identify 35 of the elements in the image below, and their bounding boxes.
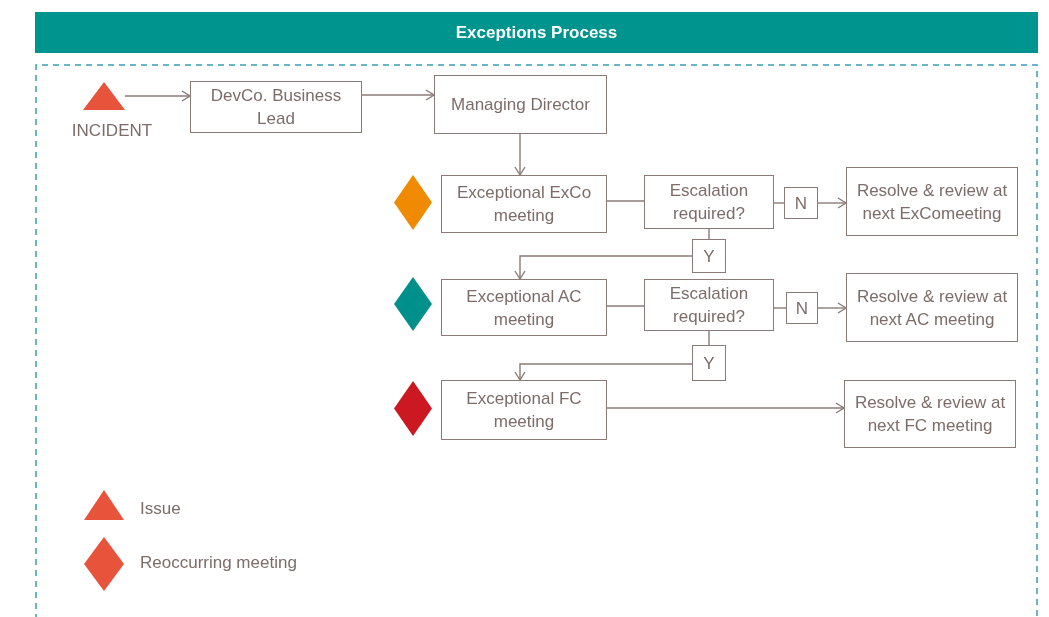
arrow xyxy=(514,255,693,280)
process-box: Exceptional FC meeting xyxy=(441,380,607,440)
process-box: Exceptional AC meeting xyxy=(441,279,607,336)
meeting-diamond xyxy=(394,277,432,331)
arrow xyxy=(361,89,435,101)
process-box: Escalation required? xyxy=(644,175,774,229)
arrow xyxy=(817,197,847,209)
arrow xyxy=(514,363,693,381)
arrow xyxy=(606,402,845,414)
connector-line xyxy=(606,200,645,202)
process-box: Resolve & review at next FC meeting xyxy=(844,380,1016,448)
decision-label-box: Y xyxy=(692,239,726,273)
decision-label-box: N xyxy=(784,187,818,219)
connector-line xyxy=(606,305,645,307)
decision-label-box: N xyxy=(786,292,818,324)
meeting-diamond xyxy=(394,381,432,436)
title-banner: Exceptions Process xyxy=(35,12,1038,53)
arrow xyxy=(124,90,191,102)
process-box: Resolve & review at next ExComeeting xyxy=(846,167,1018,236)
process-box: Escalation required? xyxy=(644,279,774,331)
meeting-diamond xyxy=(394,175,432,230)
connector-line xyxy=(773,202,785,204)
connector-line xyxy=(773,307,787,309)
connector-line xyxy=(708,330,710,346)
decision-label-box: Y xyxy=(692,345,726,381)
connector-line xyxy=(708,228,710,240)
legend-label: Issue xyxy=(140,499,181,519)
process-box: Managing Director xyxy=(434,75,607,134)
process-box: DevCo. Business Lead xyxy=(190,81,362,133)
process-box: Resolve & review at next AC meeting xyxy=(846,273,1018,342)
arrow xyxy=(817,302,847,314)
process-box: Exceptional ExCo meeting xyxy=(441,175,607,233)
legend-label: Reoccurring meeting xyxy=(140,553,297,573)
arrow xyxy=(514,133,526,176)
node-label: INCIDENT xyxy=(70,121,154,141)
